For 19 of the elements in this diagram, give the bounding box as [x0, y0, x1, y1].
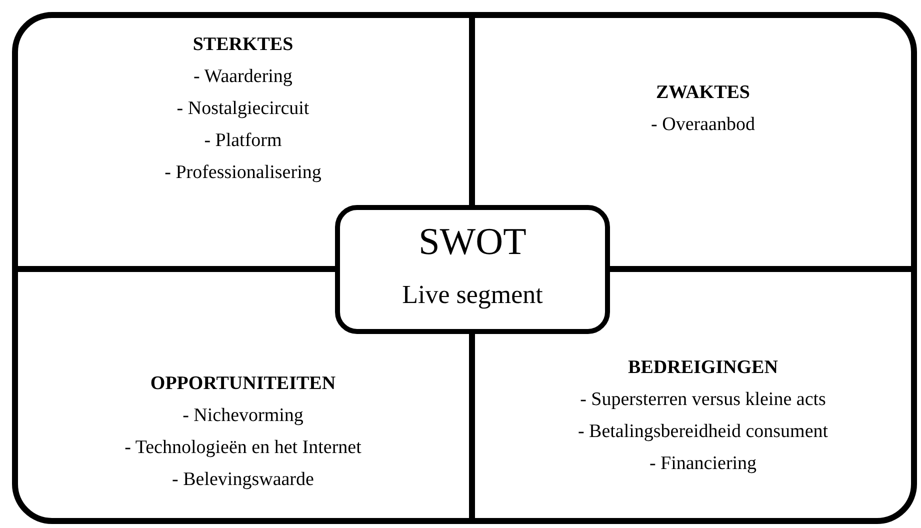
list-item: - Technologieën en het Internet	[124, 436, 362, 460]
section-heading: OPPORTUNITEITEN	[149, 372, 337, 396]
center-box	[335, 205, 610, 334]
section-heading: ZWAKTES	[655, 81, 751, 105]
list-item: - Waardering	[192, 65, 294, 89]
list-item: - Belevingswaarde	[171, 468, 315, 492]
swot-frame	[12, 12, 917, 524]
list-item: - Financiering	[648, 452, 758, 476]
list-item: - Nostalgiecircuit	[176, 97, 310, 121]
list-item: - Nichevorming	[182, 404, 304, 428]
list-item: - Platform	[203, 129, 283, 153]
section-heading: BEDREIGINGEN	[627, 356, 779, 380]
list-item: - Supersterren versus kleine acts	[579, 388, 827, 412]
list-item: - Overaanbod	[650, 113, 756, 137]
list-item: - Professionalisering	[164, 161, 322, 185]
list-item: - Betalingsbereidheid consument	[576, 420, 830, 444]
subtitle-text: Live segment	[401, 279, 544, 311]
section-heading: STERKTES	[192, 33, 294, 57]
title-text: SWOT	[418, 220, 528, 265]
